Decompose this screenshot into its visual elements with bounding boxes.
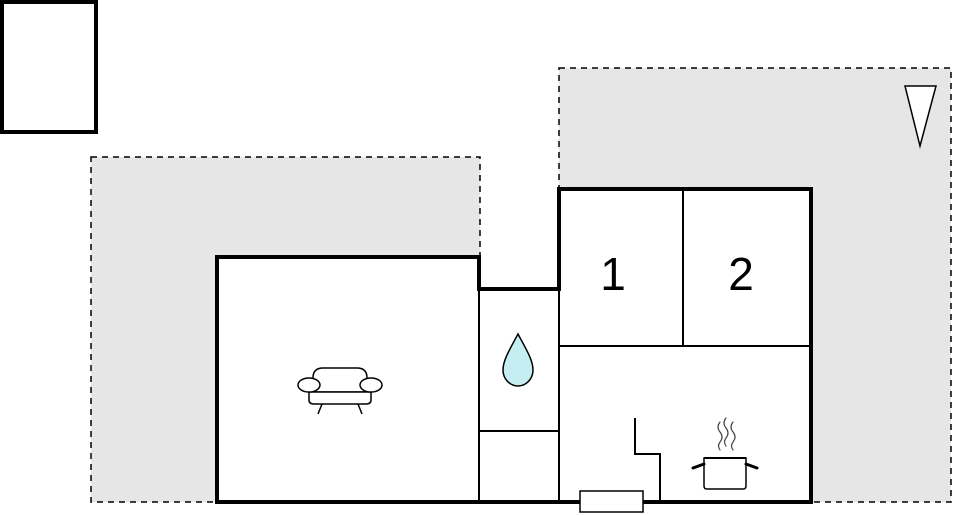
interior-walls <box>478 189 811 502</box>
north-arrow-icon <box>904 85 937 149</box>
bedroom-1-label: 1 <box>600 248 626 300</box>
cooking-pot-icon <box>691 417 759 490</box>
armchair-icon <box>297 367 383 415</box>
entrance-door-icon[interactable] <box>579 490 644 513</box>
outbuilding <box>0 0 98 134</box>
bedroom-2-label: 2 <box>728 248 754 300</box>
water-drop-icon <box>502 332 534 387</box>
stairs-icon <box>634 418 661 502</box>
steam-lines <box>717 417 736 451</box>
exterior-walls <box>215 187 813 504</box>
